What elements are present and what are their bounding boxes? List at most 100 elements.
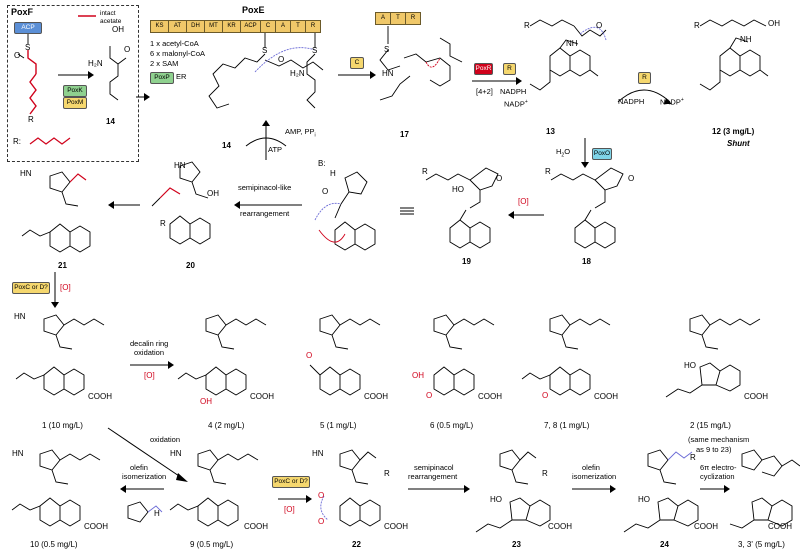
compound-17-label: 17 <box>400 130 409 139</box>
nadp-2-sup: + <box>680 97 684 103</box>
poxp-tag: PoxP <box>150 72 174 84</box>
compound-78-label: 7, 8 (1 mg/L) <box>544 421 590 430</box>
electro-2: cyclization <box>700 472 735 481</box>
acetate-legend-text2: acetate <box>100 18 122 25</box>
atom-h: H <box>154 509 160 518</box>
r-tag-1: R <box>503 63 516 75</box>
atom-s: S <box>25 43 31 52</box>
atom-r: R <box>545 167 551 176</box>
atom-ho: HO <box>684 361 696 370</box>
compound-24-label: 24 <box>660 540 669 549</box>
mechanism-note-2: as 9 to 23) <box>696 445 732 454</box>
atom-cooh: COOH <box>694 522 718 531</box>
compound-10-structure <box>11 449 101 527</box>
atom-cooh: COOH <box>594 392 618 401</box>
nadp-1-text: NADP <box>504 99 525 109</box>
oxidation-arrow <box>107 427 188 482</box>
inset-out-arrow <box>136 93 150 101</box>
ox-label-1: [O] <box>518 197 529 206</box>
atom-o-22: O <box>318 491 325 500</box>
amp-label: AMP, PPi <box>285 127 316 139</box>
compound-21-structure <box>21 171 91 253</box>
h2o-h: H <box>556 147 562 156</box>
atom-o-5: O <box>306 351 313 360</box>
poxm-tag: PoxM <box>63 97 87 109</box>
poxr-tag: PoxR <box>474 63 493 75</box>
atom-hn: HN <box>174 161 186 170</box>
arrow-20-21 <box>108 201 140 209</box>
r-arrow-2 <box>617 89 672 104</box>
compound-6-label: 6 (0.5 mg/L) <box>430 421 474 430</box>
atom-cooh: COOH <box>768 522 792 531</box>
nadp-1: NADP+ <box>504 99 528 109</box>
atom-r: R <box>694 21 700 30</box>
compound-13-structure <box>529 19 607 91</box>
base-label: B: <box>318 159 326 168</box>
compound-17-structure <box>379 26 463 101</box>
poxk-arrow <box>58 71 94 79</box>
atom-o-22b: O <box>318 517 325 526</box>
compound-1-text: 1 (10 mg/L) <box>42 421 83 430</box>
precursor-1: 1 x acetyl-CoA <box>150 39 199 48</box>
atom-r: R <box>28 115 34 124</box>
atom-cooh: COOH <box>84 522 108 531</box>
poxo-tag: PoxO <box>592 148 612 160</box>
compound-23-label: 23 <box>512 540 521 549</box>
c-tag: C <box>350 57 364 69</box>
poxf-chain-structure <box>17 34 37 115</box>
atom-s: S <box>312 46 318 55</box>
compound-3-structure <box>729 449 800 529</box>
atp-label: ATP <box>268 145 283 154</box>
compound-14-b-label: 14 <box>222 141 231 150</box>
atom-oh-6: OH <box>412 371 424 380</box>
poxf-title: PoxF <box>11 7 34 17</box>
atom-cooh: COOH <box>364 392 388 401</box>
poxk-tag: PoxK <box>63 85 87 97</box>
arrow-21-1 <box>51 272 59 308</box>
compound-14-label: 14 <box>106 117 115 126</box>
semipinacol-like-1: semipinacol-like <box>238 183 292 192</box>
atom-hn: HN <box>382 69 394 78</box>
atom-r: R <box>690 453 696 462</box>
atom-o: O <box>596 21 603 30</box>
r-label: R: <box>13 137 21 146</box>
ox-label-row3: [O] <box>60 283 71 292</box>
olefin-2-text-a: olefin <box>582 463 600 472</box>
domain-r-17: R <box>405 12 421 25</box>
atom-s: S <box>384 45 390 54</box>
atom-cooh: COOH <box>250 392 274 401</box>
compound-1-label: 1 (10 mg/L) <box>42 421 83 431</box>
r-chain-structure <box>29 137 71 145</box>
olefin-mechanism-structure <box>127 501 163 523</box>
nadp-1-sup: + <box>524 99 528 105</box>
compound-18-label: 18 <box>582 257 591 266</box>
atom-cooh: COOH <box>384 522 408 531</box>
acetate-legend-text: intact <box>100 10 116 17</box>
semipinacol-1: semipinacol <box>414 463 454 472</box>
atom-r: R <box>542 469 548 478</box>
domain-at: AT <box>168 20 187 33</box>
atom-ho: HO <box>638 495 650 504</box>
atom-cooh: COOH <box>244 522 268 531</box>
atom-ho: HO <box>490 495 502 504</box>
atom-hn: HN <box>12 449 24 458</box>
poxr-arrow <box>472 77 522 85</box>
poxcd-arrow-2 <box>278 495 312 503</box>
electrocyclization-arrow <box>700 485 730 493</box>
domain-r: R <box>305 20 321 33</box>
equals-sign <box>400 207 414 215</box>
atom-r: R <box>422 167 428 176</box>
decalin-ox: [O] <box>144 371 155 380</box>
mechanism-note-1: (same mechanism <box>688 435 750 444</box>
acp-domain-f: ACP <box>14 22 42 34</box>
atom-h2n: H₂N <box>290 69 305 78</box>
atom-cooh: COOH <box>744 392 768 401</box>
atom-o: O <box>496 174 503 183</box>
nadp-2-text: NADP <box>660 97 681 107</box>
atom-h2n: H₂N <box>88 59 103 68</box>
compound-9-label: 9 (0.5 mg/L) <box>190 540 234 549</box>
atp-arrow <box>245 120 287 160</box>
compound-12-label: 12 (3 mg/L) <box>712 127 755 136</box>
atom-h: H <box>330 169 336 178</box>
olefin-arrow-2 <box>572 485 616 493</box>
